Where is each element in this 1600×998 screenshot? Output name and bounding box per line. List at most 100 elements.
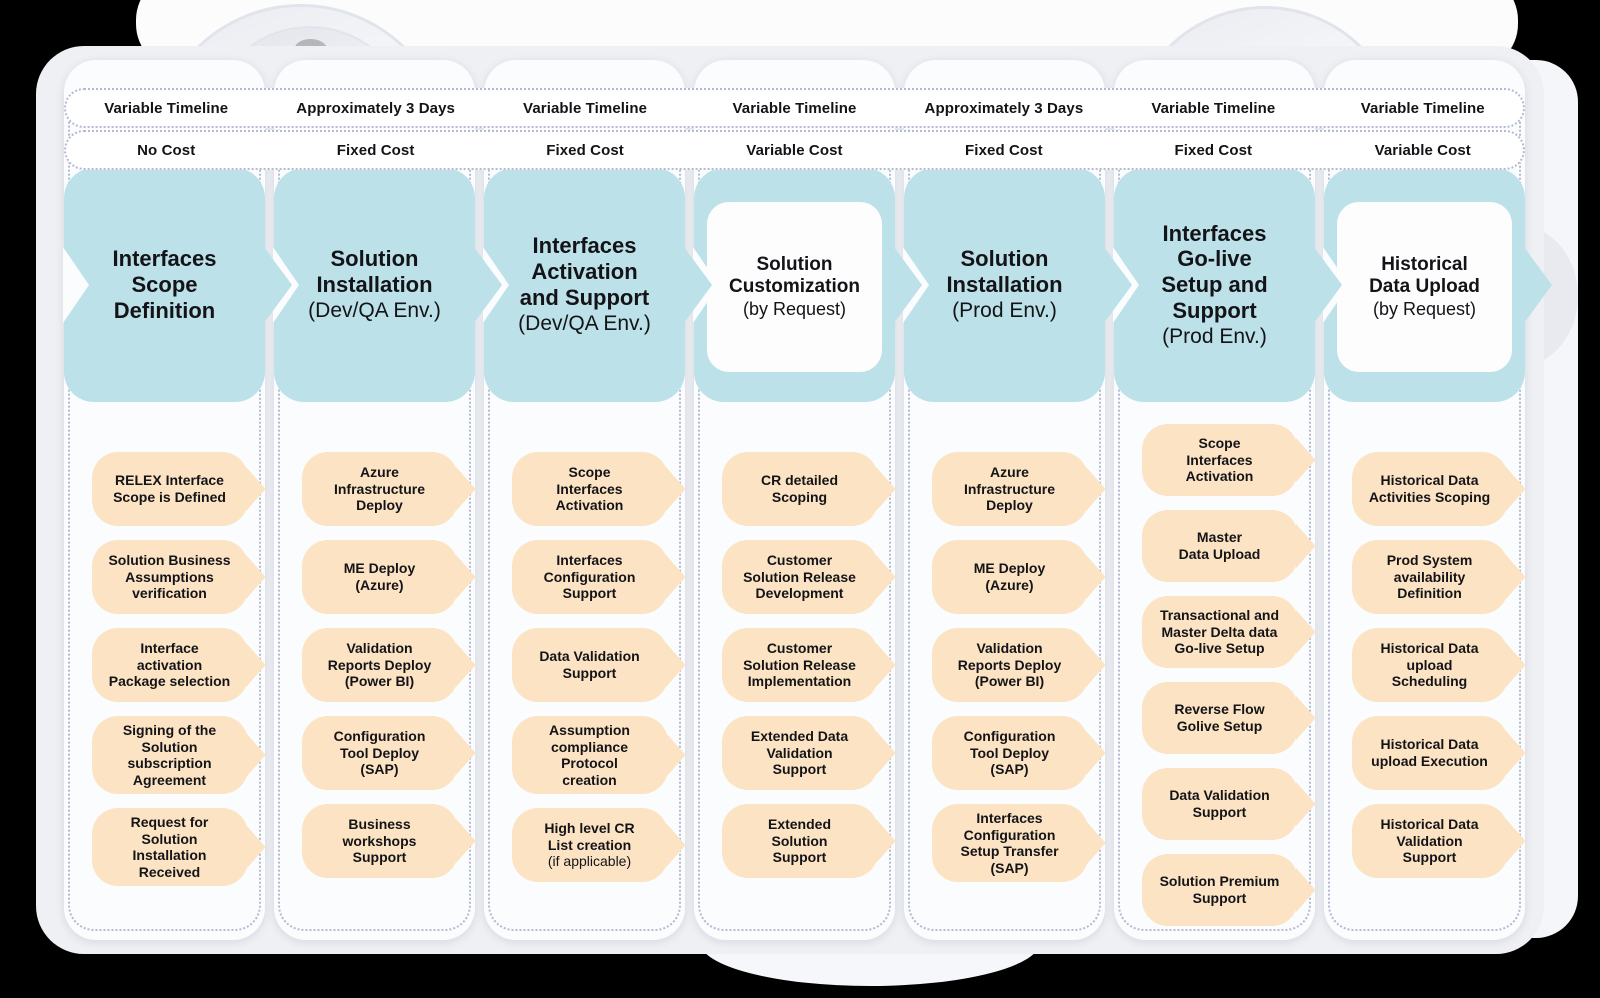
task-bubble: Data Validation Support — [1141, 768, 1316, 840]
task-bubble: Customer Solution Release Implementation — [721, 628, 896, 702]
bubble-tail — [875, 730, 896, 776]
bubble-tail — [245, 824, 266, 870]
bubble-tail — [875, 554, 896, 600]
timeline-cell: Variable Timeline — [1151, 99, 1276, 117]
task-bubble: Configuration Tool Deploy (SAP) — [301, 716, 476, 790]
task-bubble: ME Deploy (Azure) — [931, 540, 1106, 614]
bubble-tail — [875, 818, 896, 864]
cost-cell: Fixed Cost — [965, 141, 1043, 159]
bubble-tail — [1505, 642, 1526, 688]
bubble-tail — [1085, 820, 1106, 866]
task-label: Interfaces Configuration Support — [543, 552, 636, 602]
timeline-cell: Approximately 3 Days — [924, 99, 1084, 117]
bubble-tail — [455, 642, 476, 688]
task-label: Configuration Tool Deploy (SAP) — [333, 728, 426, 778]
task-bubble: Prod System availability Definition — [1351, 540, 1526, 614]
task-note: (if applicable) — [547, 853, 632, 870]
task-label: Solution Business Assumptions verificati… — [108, 552, 231, 602]
task-bubble: Historical Data Validation Support — [1351, 804, 1526, 878]
phase-header: Historical Data Upload (by Request) — [1323, 168, 1552, 402]
task-list: Scope Interfaces Activation Master Data … — [1114, 424, 1316, 926]
task-label: Historical Data upload Scheduling — [1380, 640, 1479, 690]
phase-column-interfaces-golive: Interfaces Go-live Setup and Support (Pr… — [1113, 60, 1342, 940]
task-label: Scope Interfaces Activation — [1185, 435, 1254, 485]
task-bubble: Request for Solution Installation Receiv… — [91, 808, 266, 887]
task-list: Scope Interfaces Activation Interfaces C… — [484, 452, 686, 883]
task-label: Request for Solution Installation Receiv… — [130, 814, 209, 880]
bubble-tail — [1505, 466, 1526, 512]
bubble-tail — [1085, 730, 1106, 776]
bubble-tail — [455, 818, 476, 864]
task-label: Historical Data upload Execution — [1371, 736, 1488, 769]
phase-subtitle: (Prod Env.) — [1162, 325, 1267, 349]
task-bubble: Assumption compliance Protocol creation — [511, 716, 686, 795]
task-label: Signing of the Solution subscription Agr… — [122, 722, 217, 788]
task-label: Azure Infrastructure Deploy — [963, 464, 1056, 514]
task-label: Azure Infrastructure Deploy — [333, 464, 426, 514]
bubble-tail — [1295, 609, 1316, 655]
task-label: Solution Premium Support — [1159, 873, 1280, 906]
task-bubble: Interface activation Package selection — [91, 628, 266, 702]
phase-header-inner: Solution Installation (Prod Env.) — [942, 246, 1066, 323]
task-bubble: RELEX Interface Scope is Defined — [91, 452, 266, 526]
bubble-tail — [245, 466, 266, 512]
task-bubble: Solution Premium Support — [1141, 854, 1316, 926]
task-label: Reverse Flow Golive Setup — [1174, 701, 1265, 734]
bubble-tail — [875, 642, 896, 688]
timeline-cell: Variable Timeline — [523, 99, 648, 117]
task-bubble: Validation Reports Deploy (Power BI) — [301, 628, 476, 702]
task-bubble: Signing of the Solution subscription Agr… — [91, 716, 266, 795]
phase-title: Solution Customization — [729, 253, 860, 298]
task-bubble: Scope Interfaces Activation — [511, 452, 686, 526]
phase-header: Solution Installation (Dev/QA Env.) — [273, 168, 502, 402]
phase-title: Historical Data Upload — [1369, 253, 1480, 298]
task-bubble: Validation Reports Deploy (Power BI) — [931, 628, 1106, 702]
bubble-tail — [1295, 781, 1316, 827]
task-bubble: Configuration Tool Deploy (SAP) — [931, 716, 1106, 790]
timeline-row: Variable Timeline Approximately 3 Days V… — [64, 88, 1525, 128]
bubble-tail — [1085, 466, 1106, 512]
task-label: Business workshops Support — [342, 816, 417, 866]
diagram-container: Variable Timeline Approximately 3 Days V… — [36, 46, 1552, 954]
bubble-tail — [1085, 554, 1106, 600]
task-label: Scope Interfaces Activation — [555, 464, 624, 514]
bubble-tail — [455, 730, 476, 776]
bubble-tail — [665, 466, 686, 512]
cost-cell: No Cost — [137, 141, 196, 159]
task-label: Historical Data Validation Support — [1380, 816, 1479, 866]
bubble-tail — [245, 732, 266, 778]
phase-header-inner: Historical Data Upload (by Request) — [1337, 202, 1512, 372]
task-bubble: Azure Infrastructure Deploy — [931, 452, 1106, 526]
bubble-tail — [1295, 523, 1316, 569]
task-bubble: Solution Business Assumptions verificati… — [91, 540, 266, 614]
task-bubble: Data Validation Support — [511, 628, 686, 702]
task-label: Transactional and Master Delta data Go-l… — [1159, 607, 1280, 657]
bubble-tail — [1295, 695, 1316, 741]
task-label: Customer Solution Release Implementation — [743, 640, 856, 690]
phase-header: Interfaces Activation and Support (Dev/Q… — [483, 168, 712, 402]
task-bubble: Extended Solution Support — [721, 804, 896, 878]
phase-header-inner: Interfaces Activation and Support (Dev/Q… — [514, 233, 655, 336]
phase-subtitle: (by Request) — [1372, 298, 1477, 319]
task-bubble: Master Data Upload — [1141, 510, 1316, 582]
cost-cell: Fixed Cost — [546, 141, 624, 159]
task-label: ME Deploy (Azure) — [973, 560, 1046, 593]
task-bubble: Azure Infrastructure Deploy — [301, 452, 476, 526]
bubble-tail — [665, 732, 686, 778]
task-bubble: Interfaces Configuration Support — [511, 540, 686, 614]
task-bubble: Extended Data Validation Support — [721, 716, 896, 790]
task-label: Prod System availability Definition — [1386, 552, 1473, 602]
task-list: Azure Infrastructure Deploy ME Deploy (A… — [904, 452, 1106, 883]
task-label: RELEX Interface Scope is Defined — [113, 472, 226, 505]
task-label: Configuration Tool Deploy (SAP) — [963, 728, 1056, 778]
bubble-tail — [1085, 642, 1106, 688]
phase-header: Solution Installation (Prod Env.) — [903, 168, 1132, 402]
phase-subtitle: (Prod Env.) — [952, 299, 1057, 323]
phase-subtitle: (Dev/QA Env.) — [308, 299, 441, 323]
task-bubble: Interfaces Configuration Setup Transfer … — [931, 804, 1106, 883]
phase-header-inner: Solution Installation (Dev/QA Env.) — [304, 246, 445, 323]
task-bubble: CR detailed Scoping — [721, 452, 896, 526]
task-bubble: High level CR List creation(if applicabl… — [511, 808, 686, 883]
phase-title: Interfaces Go-live Setup and Support — [1161, 220, 1268, 324]
